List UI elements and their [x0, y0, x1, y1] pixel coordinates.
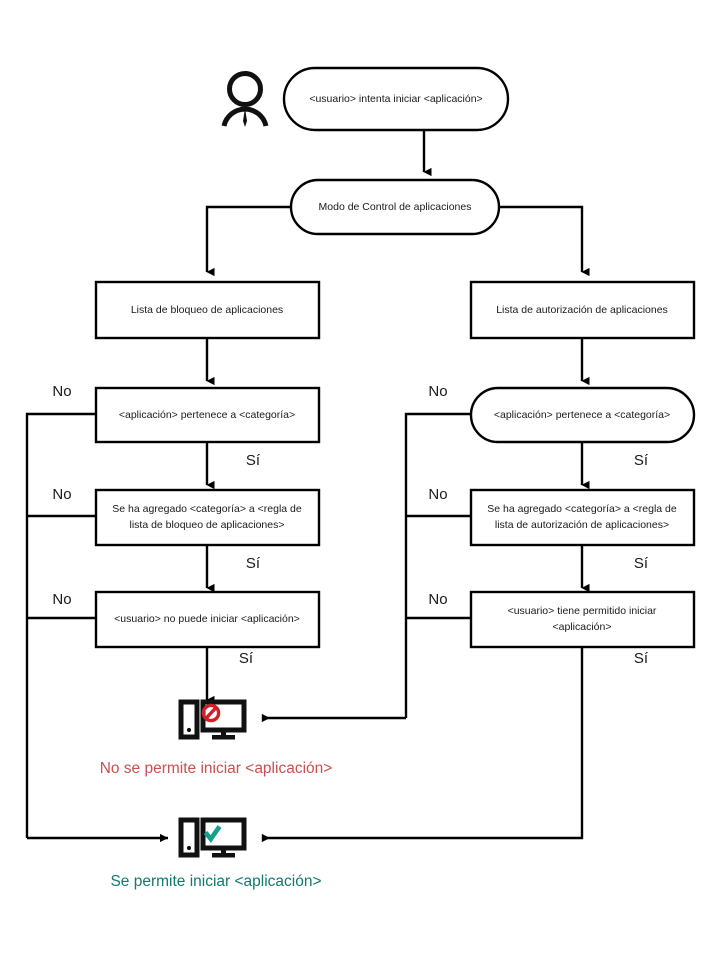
computer-allowed-icon — [178, 817, 247, 858]
node-denylist-label: Lista de bloqueo de aplicaciones — [131, 304, 283, 316]
node-allow-category[interactable]: <aplicación> pertenece a <categoría> — [469, 386, 696, 444]
edge-allow-category-no — [404, 412, 471, 718]
node-deny-result[interactable]: <usuario> no puede iniciar <aplicación> — [94, 590, 321, 649]
node-start[interactable]: <usuario> intenta iniciar <aplicación> — [282, 66, 510, 132]
node-deny-category-label: <aplicación> pertenece a <categoría> — [119, 409, 295, 421]
edge-mode-to-denylist — [205, 205, 290, 277]
edge-label-yes-allow-result: Sí — [634, 650, 649, 667]
edge-label-yes-deny-category: Sí — [246, 452, 261, 469]
node-mode[interactable]: Modo de Control de aplicaciones — [289, 178, 501, 236]
edge-label-no-allow-rule: No — [428, 486, 447, 503]
node-deny-result-label: <usuario> no puede iniciar <aplicación> — [114, 613, 300, 625]
user-icon — [221, 71, 269, 127]
node-allow-rule-label-line2: lista de autorización de aplicaciones> — [495, 519, 669, 531]
node-allow-rule[interactable]: Se ha agregado <categoría> a <regla de l… — [469, 488, 696, 547]
edge-label-no-deny-rule: No — [52, 486, 71, 503]
node-deny-rule-label-line2: lista de bloqueo de aplicaciones> — [130, 519, 285, 531]
node-mode-label: Modo de Control de aplicaciones — [319, 201, 472, 213]
node-allow-result[interactable]: <usuario> tiene permitido iniciar <aplic… — [469, 590, 696, 649]
node-deny-rule-label-line1: Se ha agregado <categoría> a <regla de — [112, 503, 302, 515]
edge-label-yes-allow-category: Sí — [634, 452, 649, 469]
node-allow-result-label-line2: <aplicación> — [553, 621, 612, 633]
node-start-label: <usuario> intenta iniciar <aplicación> — [309, 93, 482, 105]
node-allowlist-label: Lista de autorización de aplicaciones — [496, 304, 668, 316]
edge-label-no-allow-result: No — [428, 591, 447, 608]
computer-blocked-icon — [178, 699, 247, 740]
node-allowlist[interactable]: Lista de autorización de aplicaciones — [469, 280, 696, 340]
edge-deny-category-no — [25, 412, 96, 838]
edge-label-yes-deny-result: Sí — [239, 650, 254, 667]
edge-label-no-deny-result: No — [52, 591, 71, 608]
node-denylist[interactable]: Lista de bloqueo de aplicaciones — [94, 280, 321, 340]
node-allow-rule-label-line1: Se ha agregado <categoría> a <regla de — [487, 503, 677, 515]
edge-label-yes-allow-rule: Sí — [634, 555, 649, 572]
node-deny-rule[interactable]: Se ha agregado <categoría> a <regla de l… — [94, 488, 321, 547]
allowed-outcome-label: Se permite iniciar <aplicación> — [110, 873, 321, 890]
edge-allow-result-yes-to-allowed-icon — [261, 647, 584, 843]
edge-label-yes-deny-rule: Sí — [246, 555, 261, 572]
node-deny-category[interactable]: <aplicación> pertenece a <categoría> — [94, 386, 321, 444]
edge-label-no-deny-category: No — [52, 383, 71, 400]
edge-mode-to-allowlist — [500, 205, 590, 277]
node-allow-result-label-line1: <usuario> tiene permitido iniciar — [508, 605, 657, 617]
edge-label-no-allow-category: No — [428, 383, 447, 400]
denied-outcome-label: No se permite iniciar <aplicación> — [100, 760, 333, 777]
node-allow-category-label: <aplicación> pertenece a <categoría> — [494, 409, 670, 421]
